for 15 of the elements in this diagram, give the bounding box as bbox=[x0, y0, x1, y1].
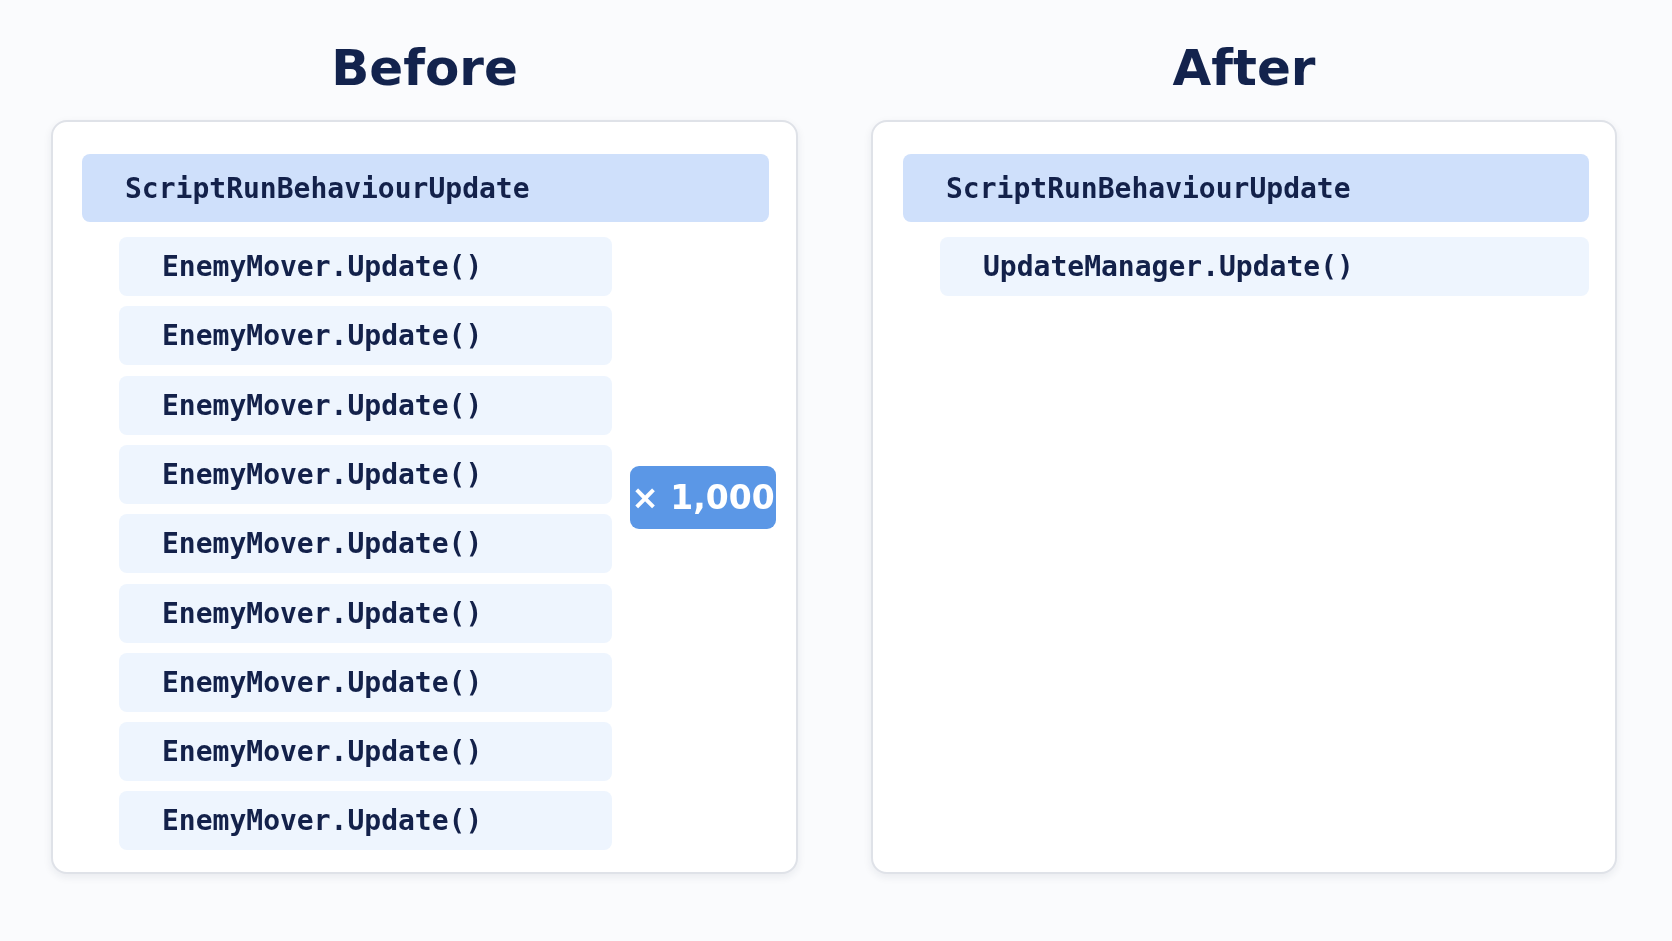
function-call-row: EnemyMover.Update() bbox=[119, 791, 612, 850]
profiler-marker-bar: ScriptRunBehaviourUpdate bbox=[903, 154, 1589, 222]
function-call-row: EnemyMover.Update() bbox=[119, 653, 612, 712]
function-call-row: EnemyMover.Update() bbox=[119, 445, 612, 504]
panel-heading: After bbox=[1172, 38, 1316, 99]
function-call-row: UpdateManager.Update() bbox=[940, 237, 1589, 296]
panel-heading: Before bbox=[331, 38, 518, 99]
profiler-marker-bar: ScriptRunBehaviourUpdate bbox=[82, 154, 769, 222]
function-call-row: EnemyMover.Update() bbox=[119, 514, 612, 573]
function-call-row: EnemyMover.Update() bbox=[119, 237, 612, 296]
count-badge: × 1,000 bbox=[630, 466, 776, 529]
function-call-row: EnemyMover.Update() bbox=[119, 306, 612, 365]
function-call-row: EnemyMover.Update() bbox=[119, 722, 612, 781]
function-call-row: EnemyMover.Update() bbox=[119, 376, 612, 435]
function-call-row: EnemyMover.Update() bbox=[119, 584, 612, 643]
